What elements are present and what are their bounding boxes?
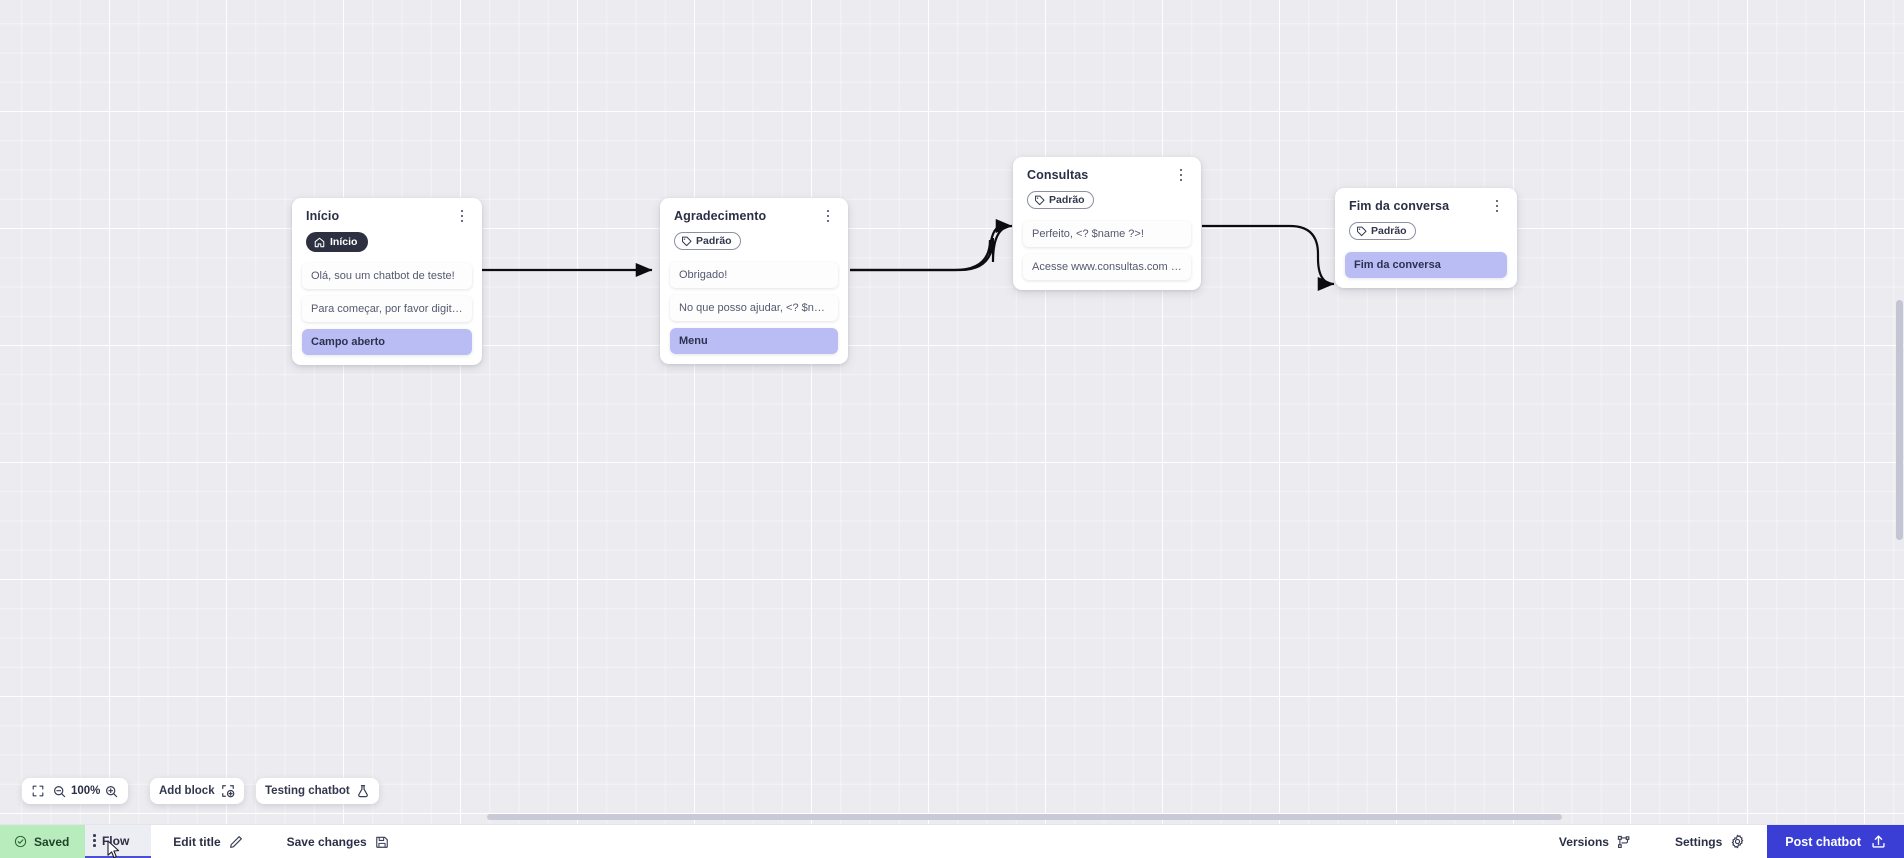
tab-flow[interactable]: Flow — [85, 825, 152, 858]
tag-icon — [1357, 226, 1367, 236]
flask-icon — [357, 784, 368, 798]
block-row[interactable]: No que posso ajudar, <? $name ... — [670, 294, 838, 321]
default-tag-label: Padrão — [1371, 225, 1407, 237]
saved-label: Saved — [34, 834, 70, 849]
zoom-out-button[interactable] — [50, 778, 69, 804]
add-block-label: Add block — [159, 785, 215, 797]
block-menu-button[interactable] — [1490, 198, 1504, 214]
default-tag-label: Padrão — [696, 235, 732, 247]
block-badge-row: Padrão — [670, 224, 838, 255]
save-disk-icon — [375, 836, 388, 848]
flow-block-agradecimento[interactable]: Agradecimento Padrão Obrigado! No que po… — [660, 198, 848, 364]
home-badge[interactable]: Início — [306, 232, 369, 252]
testing-chatbot-toolbar: Testing chatbot — [256, 778, 379, 804]
saved-status: Saved — [0, 825, 86, 858]
versions-label: Versions — [1558, 834, 1609, 849]
flow-block-inicio[interactable]: Início Início Olá, sou um chatbot de tes… — [292, 198, 482, 365]
home-badge-label: Início — [330, 236, 358, 248]
block-title: Fim da conversa — [1349, 199, 1450, 213]
block-badge-row: Padrão — [1345, 214, 1507, 245]
block-row-accent[interactable]: Menu — [670, 327, 838, 354]
add-block-toolbar: Add block — [150, 778, 244, 804]
zoom-toolbar: 100% — [22, 778, 129, 804]
settings-label: Settings — [1674, 834, 1723, 849]
block-row[interactable]: Acesse www.consultas.com par... — [1023, 253, 1191, 280]
fit-screen-button[interactable] — [22, 778, 50, 804]
flow-block-consultas[interactable]: Consultas Padrão Perfeito, <? $name ?>! … — [1013, 157, 1201, 290]
edit-title-button[interactable]: Edit title — [151, 825, 264, 858]
default-tag[interactable]: Padrão — [674, 232, 741, 250]
zoom-out-icon — [54, 785, 66, 797]
post-chatbot-label: Post chatbot — [1785, 834, 1861, 849]
edit-title-label: Edit title — [173, 834, 221, 849]
block-header: Início — [302, 209, 472, 224]
add-block-icon — [221, 785, 234, 798]
block-row[interactable]: Perfeito, <? $name ?>! — [1023, 220, 1191, 247]
upload-icon — [1872, 835, 1885, 848]
check-circle-icon — [14, 835, 27, 848]
post-chatbot-button[interactable]: Post chatbot — [1767, 825, 1904, 858]
git-branch-icon — [1617, 835, 1630, 848]
horizontal-scrollbar[interactable] — [487, 814, 1562, 820]
versions-button[interactable]: Versions — [1537, 825, 1653, 858]
block-header: Agradecimento — [670, 209, 838, 224]
settings-button[interactable]: Settings — [1653, 825, 1767, 858]
block-header: Consultas — [1023, 168, 1191, 183]
testing-chatbot-label: Testing chatbot — [265, 785, 350, 797]
drag-handle-icon[interactable] — [93, 834, 96, 847]
save-changes-label: Save changes — [286, 834, 367, 849]
block-row[interactable]: Olá, sou um chatbot de teste! — [302, 262, 472, 289]
block-title: Agradecimento — [674, 209, 767, 223]
block-row-accent[interactable]: Fim da conversa — [1345, 251, 1507, 278]
flow-canvas[interactable]: Início Início Olá, sou um chatbot de tes… — [0, 0, 1904, 824]
pencil-icon — [229, 835, 242, 848]
vertical-scrollbar[interactable] — [1896, 300, 1903, 540]
edge-agradecimento-to-consultas-2 — [850, 218, 1013, 272]
zoom-in-button[interactable] — [102, 778, 128, 804]
bottom-bar-right: Versions Settings Post chatbot — [1537, 825, 1904, 858]
bottom-bar: Saved Flow Edit title Save changes — [0, 824, 1904, 858]
flow-edges — [480, 218, 1335, 292]
block-badge-row: Padrão — [1023, 183, 1191, 214]
save-changes-button[interactable]: Save changes — [265, 825, 411, 858]
block-title: Consultas — [1027, 168, 1089, 182]
block-row[interactable]: Para começar, por favor digite o ... — [302, 295, 472, 322]
add-block-button[interactable]: Add block — [150, 778, 244, 804]
gear-icon — [1732, 834, 1744, 849]
bottom-bar-left: Saved Flow Edit title Save changes — [0, 825, 411, 858]
testing-chatbot-button[interactable]: Testing chatbot — [256, 778, 379, 804]
tab-flow-label: Flow — [101, 833, 130, 848]
edge-agradecimento-to-consultas — [850, 223, 1006, 272]
default-tag[interactable]: Padrão — [1349, 222, 1416, 240]
flow-block-fim-da-conversa[interactable]: Fim da conversa Padrão Fim da conversa — [1335, 188, 1517, 288]
default-tag-label: Padrão — [1049, 194, 1085, 206]
block-menu-button[interactable] — [821, 208, 835, 224]
block-menu-button[interactable] — [1174, 167, 1188, 183]
default-tag[interactable]: Padrão — [1027, 191, 1094, 209]
block-badge-row: Início — [302, 224, 472, 256]
tag-icon — [1035, 195, 1045, 205]
block-row-accent[interactable]: Campo aberto — [302, 328, 472, 355]
edge-consultas-to-fim — [1202, 224, 1335, 292]
block-row[interactable]: Obrigado! — [670, 261, 838, 288]
block-title: Início — [306, 209, 340, 223]
tag-icon — [682, 236, 692, 246]
block-header: Fim da conversa — [1345, 199, 1507, 214]
zoom-in-icon — [106, 785, 118, 797]
house-icon — [314, 237, 325, 247]
fit-screen-icon — [32, 785, 44, 797]
block-menu-button[interactable] — [455, 208, 469, 224]
zoom-level-label: 100% — [71, 785, 101, 797]
